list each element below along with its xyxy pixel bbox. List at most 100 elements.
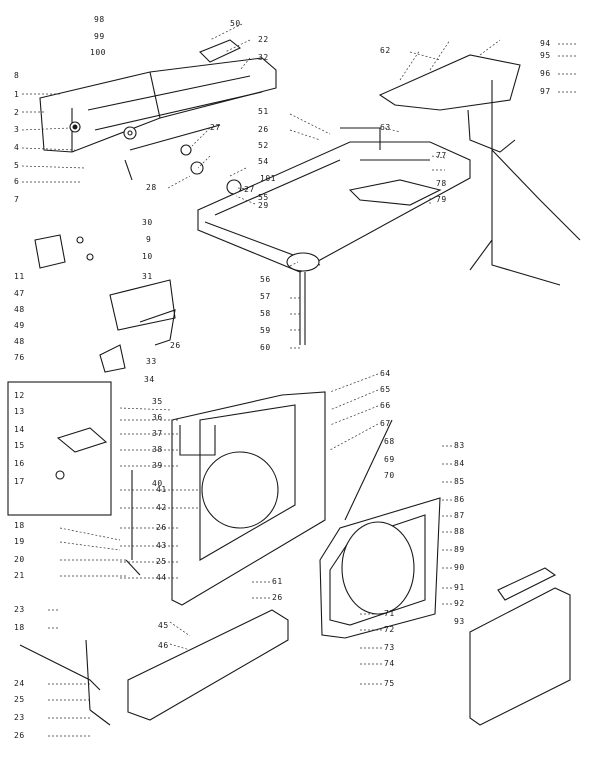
top-strip bbox=[497, 567, 557, 601]
callout-61: 61 bbox=[272, 577, 283, 586]
callout-5: 5 bbox=[14, 161, 20, 170]
callout-62: 62 bbox=[380, 46, 391, 55]
callout-95: 95 bbox=[540, 51, 551, 60]
callout-8: 8 bbox=[14, 71, 20, 80]
callout-31: 31 bbox=[142, 272, 153, 281]
callout-11: 11 bbox=[14, 272, 25, 281]
callout-66: 66 bbox=[380, 401, 391, 410]
callout-6: 6 bbox=[14, 177, 20, 186]
callout-40: 40 bbox=[152, 479, 163, 488]
callout-29: 29 bbox=[258, 201, 269, 210]
callout-26-d: 26 bbox=[272, 593, 283, 602]
callout-21-a: 21 bbox=[14, 571, 25, 580]
callout-94: 94 bbox=[540, 39, 551, 48]
callout-57: 57 bbox=[260, 292, 271, 301]
callout-47: 47 bbox=[14, 289, 25, 298]
callout-70: 70 bbox=[384, 471, 395, 480]
callout-88: 88 bbox=[454, 527, 465, 536]
callout-25-a: 25 bbox=[156, 557, 167, 566]
callout-52: 52 bbox=[258, 141, 269, 150]
callout-101: 101 bbox=[260, 174, 276, 183]
callout-100: 100 bbox=[90, 48, 106, 57]
callout-65: 65 bbox=[380, 385, 391, 394]
toe-panel-left bbox=[127, 609, 289, 721]
timer-motor bbox=[34, 234, 176, 373]
callout-98: 98 bbox=[94, 15, 105, 24]
callout-55: 55 bbox=[258, 193, 269, 202]
callout-90: 90 bbox=[454, 563, 465, 572]
callout-28: 28 bbox=[146, 183, 157, 192]
callout-83: 83 bbox=[454, 441, 465, 450]
callout-42: 42 bbox=[156, 503, 167, 512]
callout-49: 49 bbox=[14, 321, 25, 330]
callout-26-a: 26 bbox=[170, 341, 181, 350]
callout-25-b: 25 bbox=[14, 695, 25, 704]
callout-74: 74 bbox=[384, 659, 395, 668]
callout-75: 75 bbox=[384, 679, 395, 688]
callout-27-b: 27 bbox=[244, 185, 255, 194]
callout-23-b: 23 bbox=[14, 713, 25, 722]
callout-72: 72 bbox=[384, 625, 395, 634]
callout-23-a: 23 bbox=[14, 605, 25, 614]
callout-10: 10 bbox=[142, 252, 153, 261]
door-assembly bbox=[319, 419, 441, 639]
callout-2: 2 bbox=[14, 108, 20, 117]
callout-64: 64 bbox=[380, 369, 391, 378]
callout-4: 4 bbox=[14, 143, 20, 152]
callout-45: 45 bbox=[158, 621, 169, 630]
callout-91: 91 bbox=[454, 583, 465, 592]
callout-60: 60 bbox=[260, 343, 271, 352]
callout-73: 73 bbox=[384, 643, 395, 652]
callout-51: 51 bbox=[258, 107, 269, 116]
callout-39: 39 bbox=[152, 461, 163, 470]
callout-76: 76 bbox=[14, 353, 25, 362]
callout-1: 1 bbox=[14, 90, 20, 99]
callout-36: 36 bbox=[152, 413, 163, 422]
callout-41: 41 bbox=[156, 485, 167, 494]
callout-46: 46 bbox=[158, 641, 169, 650]
callout-79: 79 bbox=[436, 195, 447, 204]
callout-14: 14 bbox=[14, 425, 25, 434]
callout-77: 77 bbox=[436, 151, 447, 160]
callout-20: 20 bbox=[14, 555, 25, 564]
callout-19: 19 bbox=[14, 537, 25, 546]
callout-16: 16 bbox=[14, 459, 25, 468]
callout-7: 7 bbox=[14, 195, 20, 204]
callout-18-b: 18 bbox=[14, 623, 25, 632]
callout-89: 89 bbox=[454, 545, 465, 554]
callout-17: 17 bbox=[14, 477, 25, 486]
callout-12: 12 bbox=[14, 391, 25, 400]
side-panel-right bbox=[469, 587, 571, 726]
callout-50: 50 bbox=[230, 19, 241, 28]
callout-54: 54 bbox=[258, 157, 269, 166]
callout-58: 58 bbox=[260, 309, 271, 318]
callout-87: 87 bbox=[454, 511, 465, 520]
callout-13: 13 bbox=[14, 407, 25, 416]
callout-9: 9 bbox=[146, 235, 152, 244]
callout-67: 67 bbox=[380, 419, 391, 428]
callout-22: 22 bbox=[258, 35, 269, 44]
callout-38: 38 bbox=[152, 445, 163, 454]
callout-15: 15 bbox=[14, 441, 25, 450]
callout-85: 85 bbox=[454, 477, 465, 486]
callout-44: 44 bbox=[156, 573, 167, 582]
console-panel bbox=[39, 39, 277, 195]
callout-30: 30 bbox=[142, 218, 153, 227]
callout-96: 96 bbox=[540, 69, 551, 78]
callout-32: 32 bbox=[258, 53, 269, 62]
callout-48-b: 48 bbox=[14, 337, 25, 346]
callout-92: 92 bbox=[454, 599, 465, 608]
callout-86: 86 bbox=[454, 495, 465, 504]
callout-26-e: 26 bbox=[14, 731, 25, 740]
callout-33: 33 bbox=[146, 357, 157, 366]
callout-84: 84 bbox=[454, 459, 465, 468]
callout-56: 56 bbox=[260, 275, 271, 284]
callout-63: 63 bbox=[380, 123, 391, 132]
callout-37: 37 bbox=[152, 429, 163, 438]
callout-99: 99 bbox=[94, 32, 105, 41]
leader-lines bbox=[21, 23, 576, 737]
callout-71: 71 bbox=[384, 609, 395, 618]
callout-35: 35 bbox=[152, 397, 163, 406]
